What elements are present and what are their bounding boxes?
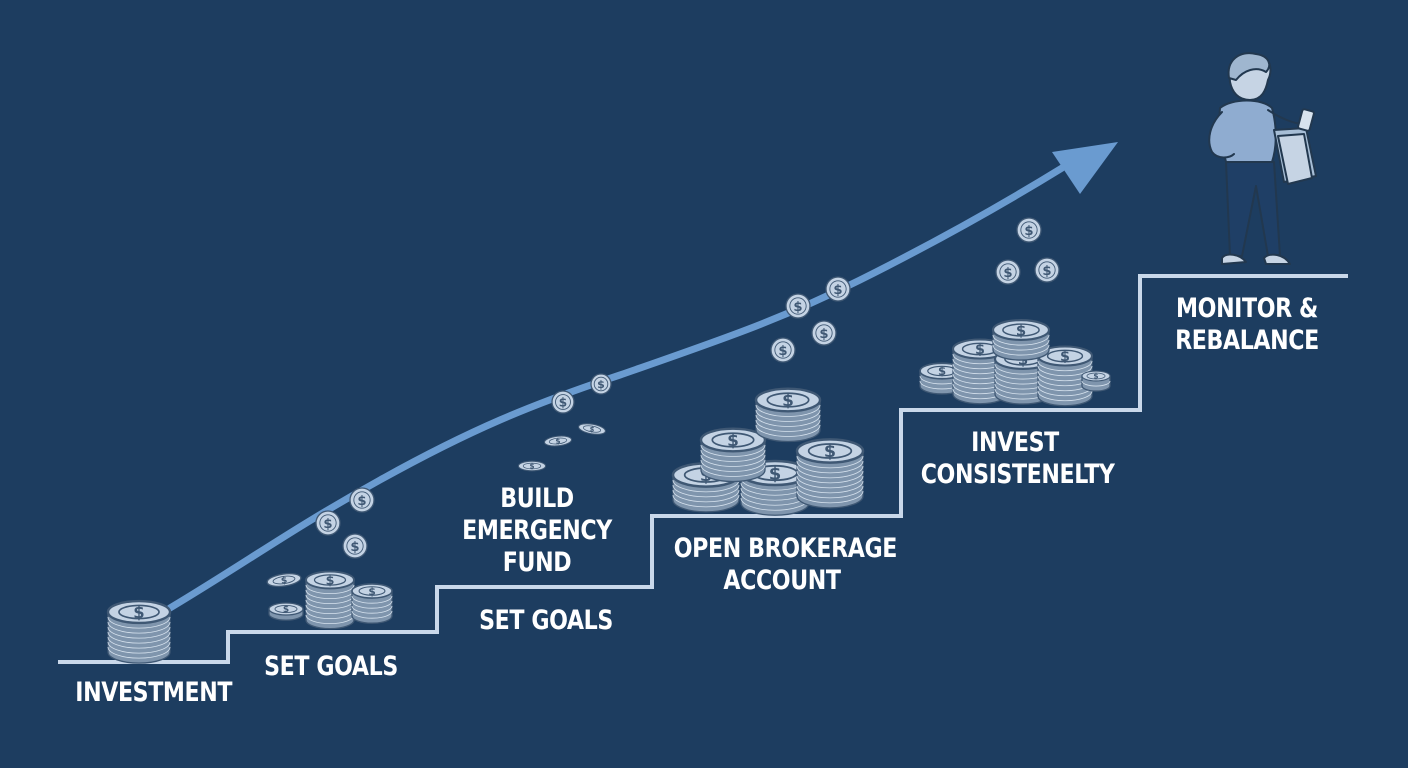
folder-icon bbox=[1273, 127, 1317, 185]
step-label-set-goals-1: SET GOALS bbox=[264, 651, 398, 682]
dollar-coin-icon: $ bbox=[770, 337, 796, 363]
coin-stack bbox=[754, 387, 822, 443]
step-label-set-goals-2: SET GOALS bbox=[479, 605, 613, 636]
dollar-coin-icon bbox=[265, 571, 303, 590]
coin-stack bbox=[351, 583, 393, 624]
step-label-build-emergency-fund: BUILD EMERGENCY FUND bbox=[462, 483, 612, 578]
svg-text:$: $ bbox=[793, 300, 802, 315]
step-label-monitor-rebalance: MONITOR & REBALANCE bbox=[1175, 293, 1319, 356]
svg-text:$: $ bbox=[1042, 264, 1051, 279]
coin-stack bbox=[106, 599, 172, 664]
svg-text:$: $ bbox=[1003, 266, 1012, 281]
dollar-coin-icon: $ bbox=[315, 510, 341, 536]
svg-text:$: $ bbox=[597, 378, 605, 391]
step-label-investment: INVESTMENT bbox=[75, 677, 233, 708]
coin-stack bbox=[1081, 370, 1111, 392]
dollar-coin-icon bbox=[577, 421, 607, 437]
investor-person-icon bbox=[1208, 52, 1317, 265]
phone-icon bbox=[1297, 108, 1315, 132]
dollar-coin-icon bbox=[543, 434, 573, 448]
coin-stacks: $ $ $ $ $ $ $ $ $ $ $ $ bbox=[106, 217, 1111, 664]
coin-stack bbox=[268, 602, 304, 621]
svg-text:$: $ bbox=[357, 494, 366, 509]
dollar-coin-icon: $ bbox=[811, 320, 837, 346]
svg-text:$: $ bbox=[833, 283, 842, 298]
svg-text:$: $ bbox=[1024, 224, 1033, 239]
dollar-coin-icon: $ bbox=[551, 390, 575, 414]
dollar-coin-icon: $ bbox=[590, 373, 612, 395]
step-label-open-brokerage-account: OPEN BROKERAGE ACCOUNT bbox=[673, 533, 898, 596]
dollar-coin-icon: $ bbox=[349, 487, 375, 513]
staircase-line bbox=[58, 274, 1348, 664]
dollar-coin-icon: $ bbox=[1016, 217, 1042, 243]
coin-stack bbox=[991, 319, 1051, 361]
growth-arrow-icon bbox=[166, 142, 1118, 612]
svg-text:$: $ bbox=[323, 517, 332, 532]
step-label-invest-consistently: INVEST CONSISTENELTY bbox=[920, 427, 1115, 490]
coin-stack bbox=[795, 438, 865, 509]
dollar-coin-icon bbox=[517, 460, 547, 472]
dollar-coin-icon: $ bbox=[825, 276, 851, 302]
coin-stack bbox=[305, 570, 355, 630]
coin-stack bbox=[671, 462, 741, 513]
svg-text:$: $ bbox=[819, 327, 828, 342]
svg-text:$: $ bbox=[350, 540, 359, 555]
dollar-coin-icon: $ bbox=[995, 259, 1021, 285]
svg-text:$: $ bbox=[778, 344, 787, 359]
svg-text:$: $ bbox=[559, 395, 567, 409]
coin-stack bbox=[699, 427, 767, 483]
dollar-coin-icon: $ bbox=[1034, 257, 1060, 283]
dollar-coin-icon: $ bbox=[785, 293, 811, 319]
dollar-coin-icon: $ bbox=[342, 533, 368, 559]
